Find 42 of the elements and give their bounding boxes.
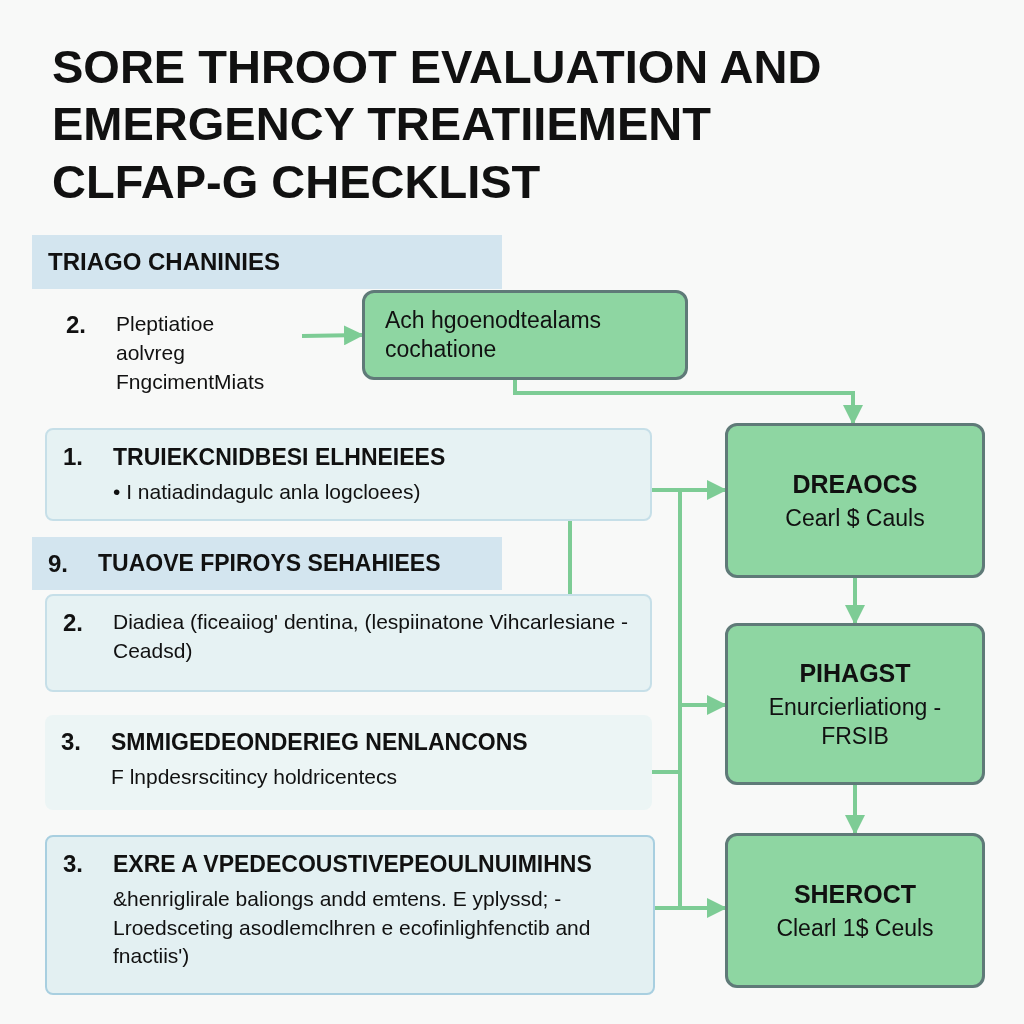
arrow <box>845 785 865 835</box>
title: SORE THROOT EVALUATION AND EMERGENCY TREATIIEMENT CLFAP-G CHECKLIST <box>52 39 823 210</box>
item-text: • I natiadindagulc anla logcloees) <box>113 478 422 505</box>
connector-trunk <box>678 490 682 908</box>
item-heading: EXRE A VPEDECOUSTIVEPEOULNUIMIHNS <box>113 850 593 879</box>
arrow <box>845 578 865 625</box>
box-text: Enurcierliationg - FRSIB <box>767 692 943 751</box>
process-box <box>725 423 985 578</box>
section-band <box>32 235 502 289</box>
item-text: Diadiea (ficeaiiog' dentina, (lespiinatone Vihcarlesiane - Ceadsd) <box>113 609 629 664</box>
box-text: Ach hgoenodtealams cochatione <box>385 306 603 364</box>
arrow <box>652 480 727 500</box>
item-number: 1. <box>63 442 84 472</box>
process-box <box>725 623 985 785</box>
item-number: 3. <box>61 727 82 757</box>
arrow <box>513 380 863 425</box>
item-heading: TRUIEKCNIDBESI ELHNEIEES <box>113 443 446 472</box>
box-heading: PIHAGST <box>799 657 911 689</box>
item-number: 2. <box>63 608 84 638</box>
process-box <box>725 833 985 988</box>
item-number: 9. <box>48 548 69 579</box>
section-band <box>32 537 502 590</box>
checklist-card <box>45 594 652 692</box>
process-box <box>362 290 688 380</box>
arrow <box>655 898 727 918</box>
section-heading: TRIAGO CHANINIES <box>48 247 280 277</box>
item-heading: SMMIGEDEONDERIEG NENLANCONS <box>111 728 528 757</box>
box-heading: SHEROCT <box>793 878 917 910</box>
item-text: Pleptiatioe aolvreg FngcimentMiats <box>116 311 266 395</box>
box-text: Cearl $ Cauls <box>785 503 925 533</box>
item-number: 3. <box>63 849 84 879</box>
arrow <box>301 325 364 346</box>
checklist-card <box>45 715 652 810</box>
item-text: F lnpdesrscitincy holdricentecs <box>111 763 398 790</box>
checklist-card <box>45 428 652 521</box>
box-heading: DREAOCS <box>792 468 918 500</box>
item-number: 2. <box>66 310 87 340</box>
item-heading: TUAOVE FPIROYS SEHAHIEES <box>98 548 441 578</box>
item-text: &henriglirale baliongs andd emtens. E yplyssd; - Lroedsceting asodlemclhren e ecofinlighfenctib and fnactiis') <box>113 885 592 970</box>
box-text: Clearl 1$ Ceuls <box>776 913 934 943</box>
arrow <box>652 695 727 774</box>
checklist-card <box>45 835 655 995</box>
